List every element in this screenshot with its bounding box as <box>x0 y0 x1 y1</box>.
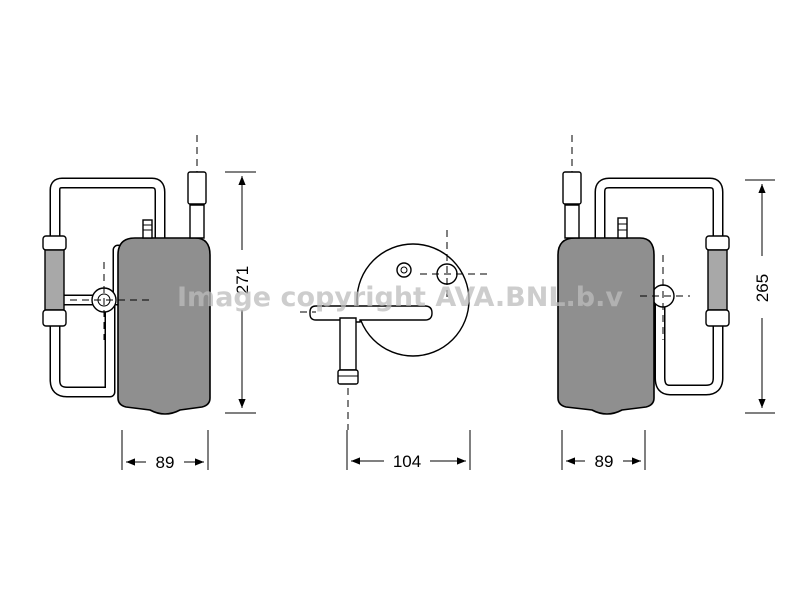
right-width-dim-label: 89 <box>595 452 614 471</box>
right-height-dim-label: 265 <box>753 274 772 302</box>
right-drier-view: 265 89 <box>557 135 775 471</box>
top-drier-view: 104 <box>300 230 490 471</box>
copyright-watermark: Image copyright AVA.BNL.b.v <box>177 282 623 313</box>
top-width-dim-label: 104 <box>393 452 421 471</box>
left-drier-view: 271 89 <box>42 135 256 472</box>
left-height-dim-label: 271 <box>233 266 252 294</box>
left-width-dim-label: 89 <box>156 453 175 472</box>
